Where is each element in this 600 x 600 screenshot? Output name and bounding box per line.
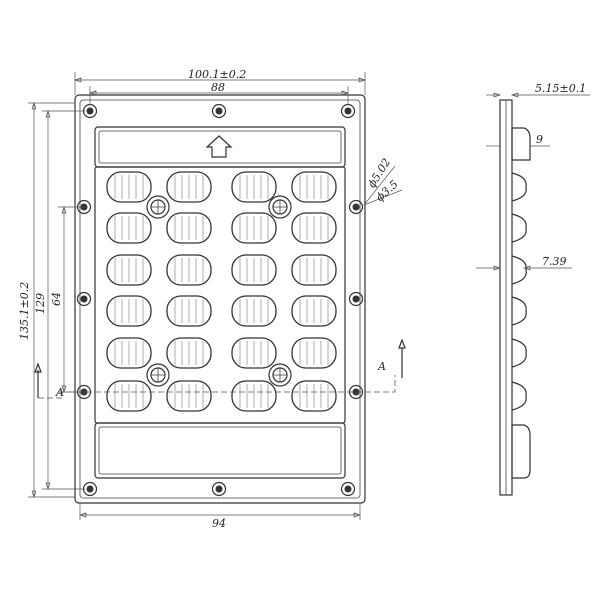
lens [106,295,152,327]
inner-plate [79,99,361,499]
side-lens-bump [511,172,527,202]
mount-hole [76,291,92,307]
lens [231,295,277,327]
lens [106,254,152,286]
mount-hole [348,199,364,215]
lens [166,212,212,244]
lens [231,212,277,244]
outer-width-dim: 100.1±0.2 [188,68,246,81]
section-line [38,375,396,399]
hole-pitch-y-dim: 129 [34,293,47,314]
side-lens-bump [511,296,527,326]
lens [291,254,337,286]
side-lens-pitch-dim: 7.39 [542,255,567,268]
side-view: 5.15±0.1 9 7.39 [476,82,590,496]
lens [291,212,337,244]
center-hole [268,363,292,387]
side-lens-height-dim: 9 [536,133,543,146]
side-bottom-block [511,424,531,479]
lens [166,171,212,203]
bottom-frame [94,422,346,479]
lens [231,171,277,203]
side-lens-bump [511,381,527,411]
mount-hole [82,481,98,497]
mount-hole [340,103,356,119]
side-top-block [511,127,531,161]
center-pitch-dim: 64 [50,292,63,306]
center-hole [146,363,170,387]
lens [106,212,152,244]
arrow-up-icon [205,135,233,158]
lens [291,380,337,412]
top-frame [94,126,346,168]
lens [291,337,337,369]
mount-hole [340,481,356,497]
outer-plate [74,94,366,504]
lens [106,171,152,203]
lens [231,254,277,286]
bottom-width-dim: 94 [212,517,226,530]
side-lens-bump [511,255,527,285]
mount-hole [211,103,227,119]
lens [166,337,212,369]
side-thickness-dim: 5.15±0.1 [535,82,586,95]
lens [166,254,212,286]
lens [166,380,212,412]
center-hole [268,195,292,219]
mount-hole [211,481,227,497]
lens [231,380,277,412]
section-label-left: A [55,386,64,399]
outer-height-dim: 135.1±0.2 [18,282,31,340]
lens [106,380,152,412]
side-lens-bump [511,338,527,368]
section-label-right: A [377,360,386,373]
lens [291,171,337,203]
mount-hole [348,291,364,307]
center-hole [146,195,170,219]
mount-hole [82,103,98,119]
front-view: ϕ5.02 ϕ3.5 100.1±0.2 88 94 135.1±0.2 129 [18,68,406,530]
lens [106,337,152,369]
hole-pitch-x-dim: 88 [211,81,225,94]
lens [291,295,337,327]
side-lens-bump [511,213,527,243]
lens [166,295,212,327]
lens [231,337,277,369]
side-lens-bumps [511,172,527,411]
lens-grid [106,171,337,412]
